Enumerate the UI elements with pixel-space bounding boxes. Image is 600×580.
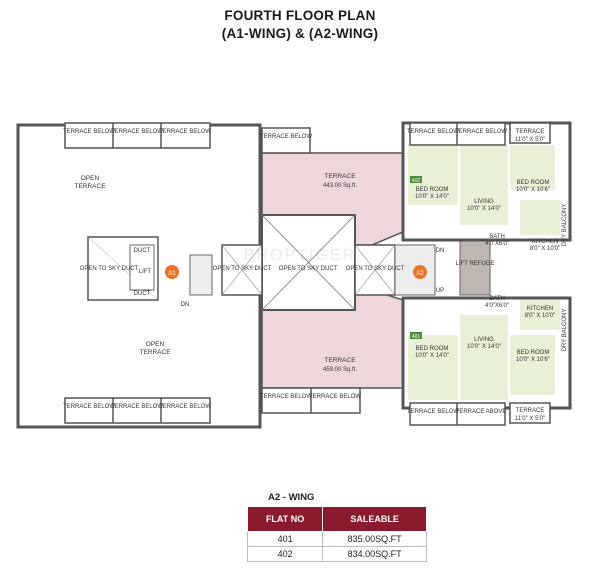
dry-balcony-label: DRY BALCONY [562, 309, 568, 352]
terrace-below-label: TERRACE BELOW [260, 134, 312, 140]
kitchen-label: KITCHEN [532, 239, 558, 245]
small-terrace-label: TERRACE [516, 129, 545, 135]
duct-label: OPEN TO SKY DUCT [279, 266, 338, 272]
column-header-flat-no: FLAT NO [246, 506, 324, 532]
watermark: PROPTIGER [244, 247, 356, 264]
table-row: 402 834.00SQ.FT [246, 546, 427, 562]
terrace-below-label: TERRACE BELOW [309, 394, 361, 400]
bath-label: BATH [489, 234, 505, 240]
flat-402-tag: 402 [412, 178, 421, 184]
open-terrace-label: TERRACE [74, 183, 106, 190]
lift-label: LIFT [139, 269, 152, 275]
wing-a2-label: A2 [416, 271, 424, 277]
bedroom-401-a [408, 335, 458, 400]
terrace-top-label: TERRACE [324, 173, 356, 180]
kitchen-401 [520, 300, 560, 330]
table-cell: 835.00SQ.FT [322, 531, 427, 547]
wing-table-title: A2 - WING [268, 492, 315, 503]
saleable-table: FLAT NO SALEABLE 401 835.00SQ.FT 402 834… [246, 506, 427, 562]
living-size: 10'0" X 14'0" [467, 344, 501, 350]
a2-lift [459, 239, 491, 296]
dn-label: DN [436, 248, 445, 254]
duct-small-label: DUCT [134, 291, 151, 297]
small-terrace-label: TERRACE [516, 408, 545, 414]
up-label: UP [436, 288, 444, 294]
table-cell: 402 [246, 546, 324, 562]
wing-a2-marker [413, 265, 427, 279]
bedroom-label: BED ROOM [517, 180, 550, 186]
terrace-below-label: TERRACE BELOW [407, 409, 459, 415]
plan-subtitle: (A1-WING) & (A2-WING) [221, 26, 379, 41]
column-header-saleable: SALEABLE [322, 506, 427, 532]
living-label: LIVING [474, 337, 494, 343]
open-terrace-label: OPEN [81, 175, 100, 182]
terrace-below-label: TERRACE BELOW [260, 394, 312, 400]
small-terrace-size: 11'0" X 5'0" [515, 416, 545, 422]
small-terrace-size: 11'0" X 5'0" [515, 137, 545, 143]
bedroom-label: BED ROOM [517, 350, 550, 356]
living-size: 10'0" X 14'0" [467, 206, 501, 212]
bedroom-402-b [510, 145, 555, 190]
flat-401-tag: 401 [412, 334, 421, 340]
bedroom-label: BED ROOM [416, 187, 449, 193]
kitchen-size: 8'0" X 10'0" [525, 313, 556, 319]
bedroom-401-b [510, 335, 555, 395]
kitchen-size: 8'0" X 10'0" [530, 246, 561, 252]
table-cell: 401 [246, 531, 324, 547]
terrace-below-label: TERRACE BELOW [111, 404, 163, 410]
wing-a1-marker [165, 265, 179, 279]
bedroom-402-a [408, 145, 458, 205]
terrace-below-label: TERRACE BELOW [455, 129, 507, 135]
terrace-below-label: TERRACE BELOW [159, 404, 211, 410]
terrace-below-label: TERRACE BELOW [63, 129, 115, 135]
terrace-above-label: TERRACE ABOVE [456, 409, 507, 415]
kitchen-402 [520, 200, 560, 235]
living-401 [460, 315, 508, 400]
floor-plan: TERRACE BELOW TERRACE BELOW TERRACE BELO… [16, 121, 572, 429]
lift-refuge-label: LIFT REFUGE [456, 261, 495, 267]
open-terrace-label: OPEN [146, 341, 165, 348]
bedroom-size: 10'0" X 10'6" [516, 357, 550, 363]
bedroom-size: 10'0" X 14'0" [415, 194, 449, 200]
wing-a1-label: A1 [168, 271, 176, 277]
bedroom-label: BED ROOM [416, 346, 449, 352]
terrace-bottom-label: TERRACE [324, 357, 356, 364]
terrace-below-label: TERRACE BELOW [159, 129, 211, 135]
table-row: 401 835.00SQ.FT [246, 531, 427, 547]
terrace-below-label: TERRACE BELOW [111, 129, 163, 135]
table-cell: 834.00SQ.FT [322, 546, 427, 562]
duct-small-label: DUCT [134, 248, 151, 254]
living-402 [460, 145, 508, 225]
terrace-top-area: 443.00 Sq.ft. [323, 183, 357, 189]
duct-label: OPEN TO SKY DUCT [80, 266, 139, 272]
bath-label: BATH [489, 296, 505, 302]
plan-title: FOURTH FLOOR PLAN [224, 8, 376, 23]
terrace-below-label: TERRACE BELOW [407, 129, 459, 135]
bath-size: 4'0"X6'0" [485, 303, 509, 309]
duct-label: OPEN TO SKY DUCT [346, 266, 405, 272]
bath-size: 4'0"X6'0" [485, 241, 509, 247]
duct-label: OPEN TO SKY DUCT [213, 266, 272, 272]
terrace-below-label: TERRACE BELOW [63, 404, 115, 410]
open-terrace-label: TERRACE [139, 349, 171, 356]
kitchen-label: KITCHEN [527, 306, 553, 312]
bedroom-size: 10'0" X 10'6" [516, 187, 550, 193]
terrace-bottom-area: 459.00 Sq.ft. [323, 367, 357, 373]
dry-balcony-label: DRY BALCONY [562, 204, 568, 247]
a1-stair [189, 254, 213, 296]
living-label: LIVING [474, 199, 494, 205]
dn-label: DN [181, 302, 190, 308]
bedroom-size: 10'0" X 14'0" [415, 353, 449, 359]
